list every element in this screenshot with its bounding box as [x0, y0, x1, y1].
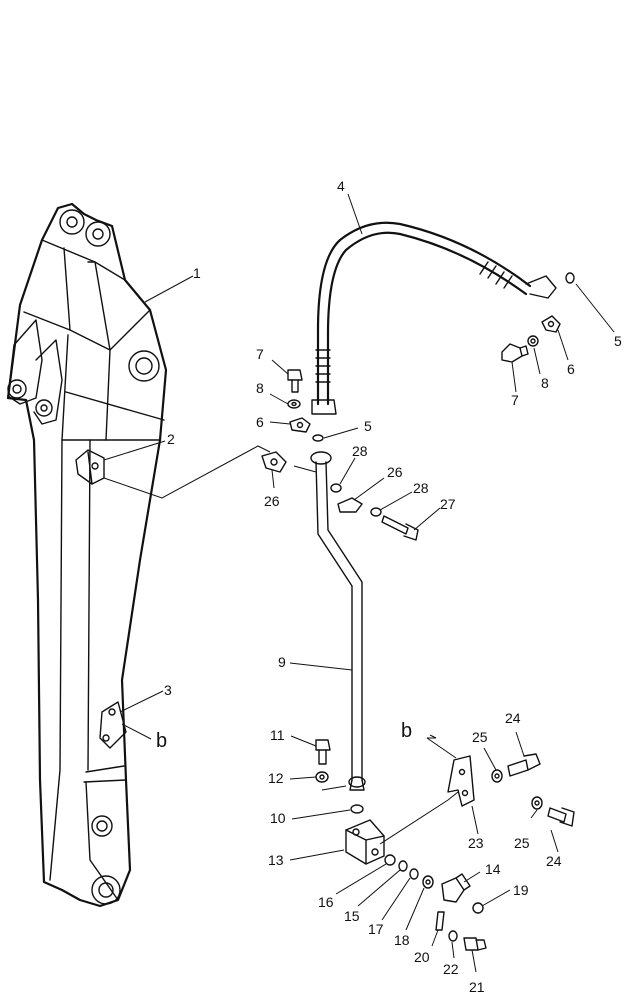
callout-5-top: 5 [614, 333, 622, 349]
bolt-7-right [501, 343, 529, 363]
o-ring-5-top [565, 272, 575, 284]
callout-3: 3 [164, 682, 172, 698]
washer-12 [315, 771, 329, 783]
callout-15: 15 [344, 908, 360, 924]
callout-24-lower: 24 [546, 853, 562, 869]
o-ring-16 [384, 854, 396, 866]
callout-9: 9 [278, 654, 286, 670]
callout-16: 16 [318, 894, 334, 910]
washer-25-upper [491, 769, 503, 783]
hose [311, 221, 557, 415]
steel-pipe [310, 451, 366, 791]
bolt-24-lower [547, 807, 575, 827]
o-ring-10 [350, 804, 364, 814]
leader-lines [103, 193, 615, 973]
pin-20 [435, 911, 445, 931]
mounting-bracket [447, 755, 475, 807]
callout-25-upper: 25 [472, 729, 488, 745]
ring-15 [398, 860, 408, 872]
washer-28-upper [330, 483, 342, 493]
washer-28-lower [370, 507, 382, 517]
callout-b-bracket: b [401, 720, 412, 742]
washer-18 [422, 875, 434, 889]
junction-block [345, 819, 385, 865]
callout-7-right: 7 [511, 392, 519, 408]
ring-17 [409, 868, 419, 880]
callout-24-upper: 24 [505, 710, 521, 726]
bolt-11 [315, 739, 331, 765]
callout-28-lower: 28 [413, 480, 429, 496]
boom-plate-lower [99, 701, 127, 749]
callout-21: 21 [469, 979, 485, 993]
washer-19 [472, 902, 484, 914]
callout-7-left: 7 [256, 346, 264, 362]
callout-6-right: 6 [567, 361, 575, 377]
callout-23: 23 [468, 835, 484, 851]
callout-20: 20 [414, 949, 430, 965]
washer-8-left [287, 399, 301, 409]
clamp-26-left [261, 451, 287, 473]
callout-1: 1 [193, 265, 201, 281]
callout-22: 22 [443, 961, 459, 977]
callout-10: 10 [270, 810, 286, 826]
callout-6-left: 6 [256, 414, 264, 430]
callout-28-upper: 28 [352, 443, 368, 459]
callout-14: 14 [485, 861, 501, 877]
callout-5-left: 5 [364, 418, 372, 434]
callout-labels: 1 2 3 b 4 5 6 8 7 7 8 6 5 28 26 26 28 27… [156, 178, 622, 993]
callout-13: 13 [268, 852, 284, 868]
o-ring-5-left [312, 434, 324, 442]
bolt-24-upper [507, 753, 541, 777]
bolt-21 [463, 937, 487, 951]
callout-26-right: 26 [387, 464, 403, 480]
washer-22 [448, 930, 458, 942]
clamp-6-left [289, 417, 311, 433]
elbow-14 [441, 873, 471, 903]
callout-4: 4 [337, 178, 345, 194]
bolt-7-left [287, 369, 303, 393]
callout-17: 17 [368, 921, 384, 937]
callout-8-right: 8 [541, 375, 549, 391]
callout-11: 11 [270, 727, 285, 743]
callout-b-boom: b [156, 730, 167, 752]
bolt-27 [381, 515, 419, 541]
callout-8-left: 8 [256, 380, 264, 396]
callout-12: 12 [268, 770, 284, 786]
clamp-26-right [337, 497, 363, 513]
callout-25-lower: 25 [514, 835, 530, 851]
callout-26-left: 26 [264, 493, 280, 509]
washer-8-right [527, 335, 539, 347]
callout-27: 27 [440, 496, 456, 512]
clamp-6-right [541, 315, 561, 333]
boom [6, 202, 168, 908]
callout-19: 19 [513, 882, 529, 898]
washer-25-lower [531, 796, 543, 810]
callout-18: 18 [394, 932, 410, 948]
callout-2: 2 [167, 431, 175, 447]
